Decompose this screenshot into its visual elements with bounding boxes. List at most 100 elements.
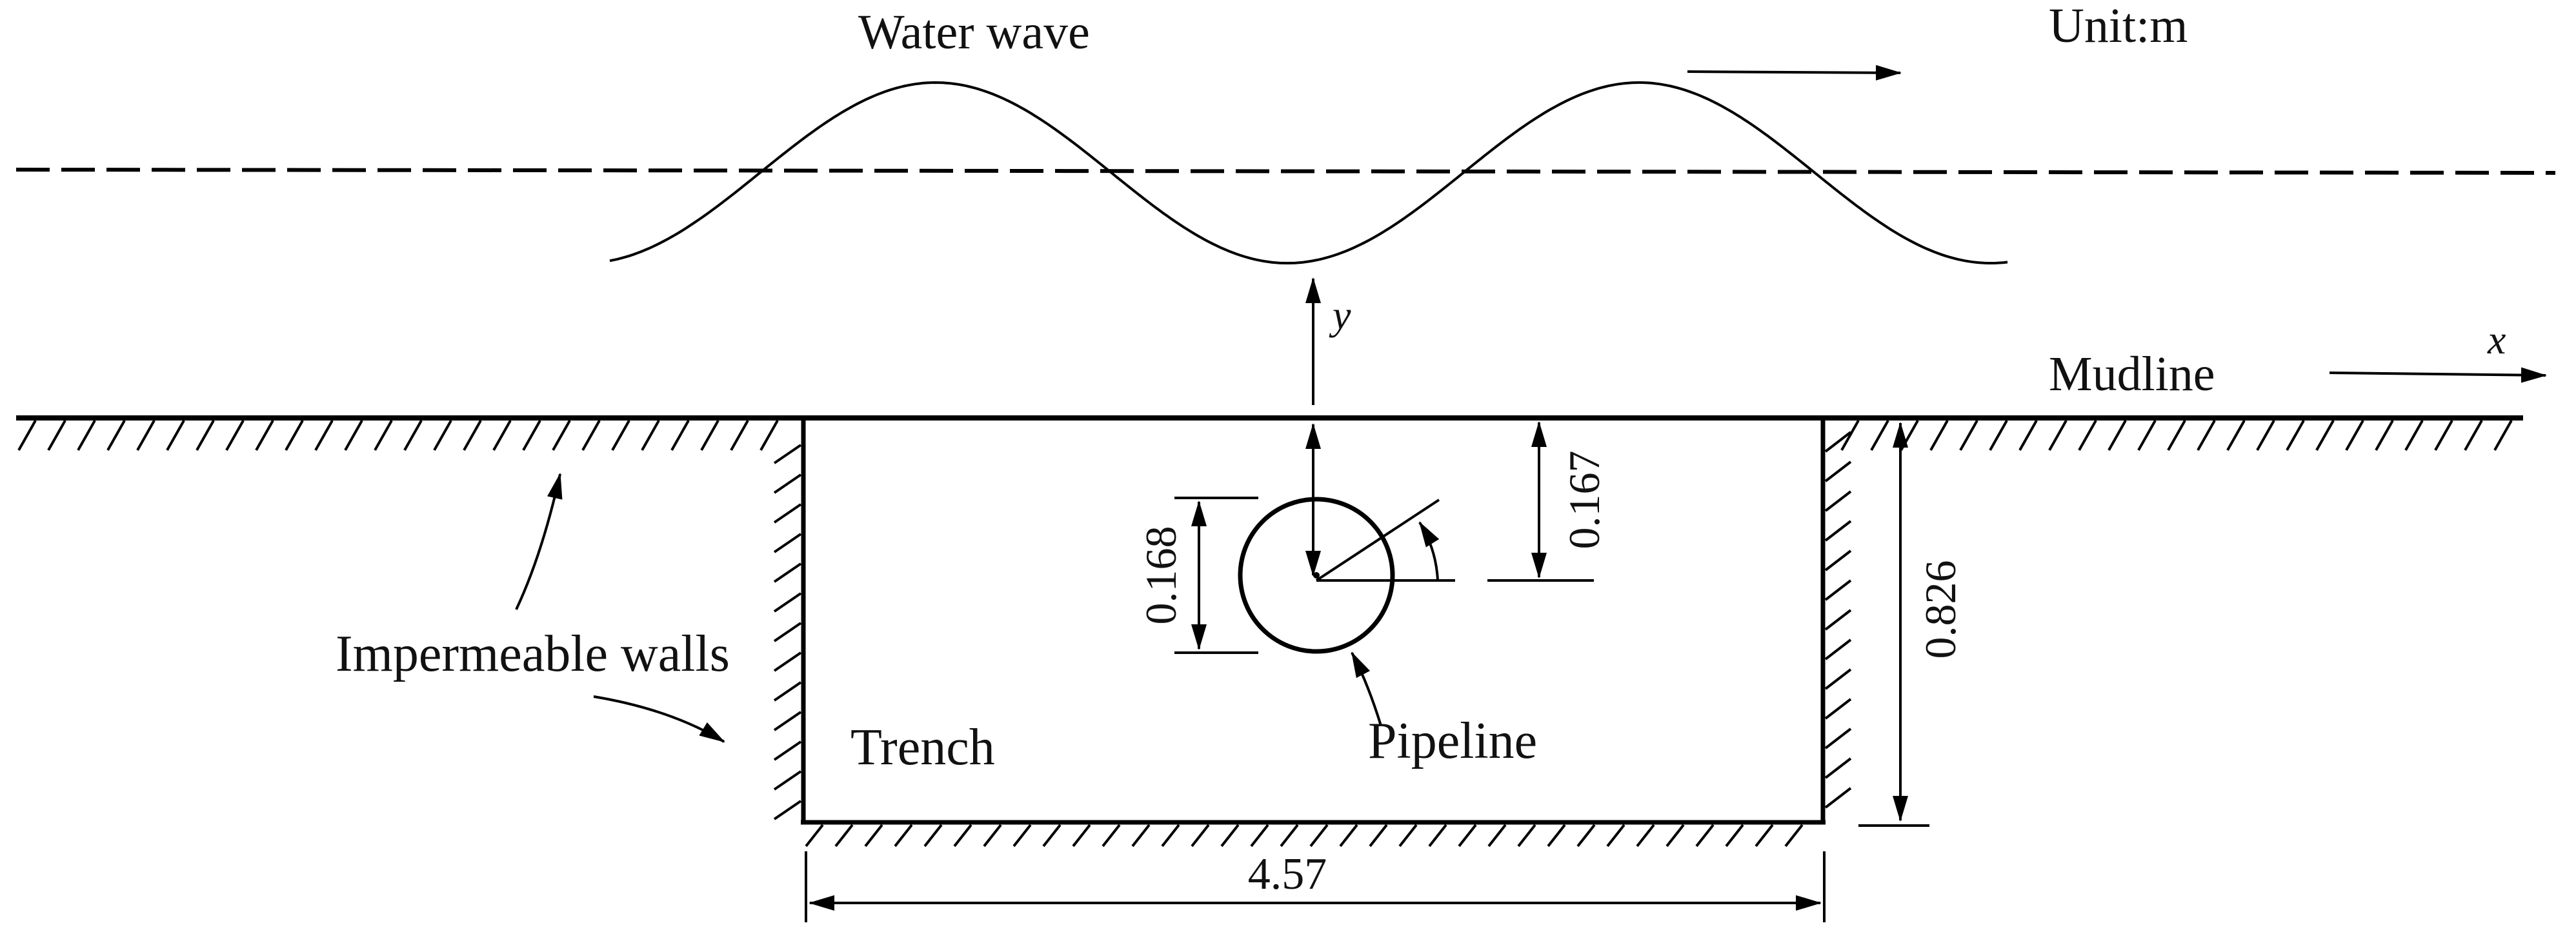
hatch-mark	[1959, 420, 1978, 451]
wave-direction-arrow	[1687, 64, 1902, 81]
hatch-mark	[403, 420, 423, 451]
trench-depth-value: 0.826	[1916, 560, 1965, 659]
hatch-mark	[730, 420, 749, 451]
hatch-mark	[1665, 824, 1685, 847]
hatch-mark	[773, 562, 802, 583]
hatch-mark	[2493, 420, 2513, 451]
hatch-mark	[1824, 728, 1852, 749]
hatch-mark	[1900, 420, 1919, 451]
hatch-mark	[700, 420, 719, 451]
hatch-mark	[894, 824, 913, 847]
hatch-mark	[433, 420, 452, 451]
hatch-mark	[1636, 824, 1655, 847]
hatch-mark	[773, 622, 802, 642]
hatch-mark	[374, 420, 393, 451]
hatch-mark	[773, 711, 802, 731]
hatch-mark	[773, 651, 802, 672]
hatch-mark	[2018, 420, 2038, 451]
hatch-mark	[773, 503, 802, 524]
hatch-mark	[463, 420, 482, 451]
hatch-mark	[1131, 824, 1151, 847]
hatch-mark	[611, 420, 630, 451]
hatch-mark	[2375, 420, 2394, 451]
hatch-mark	[106, 420, 126, 451]
hatch-mark	[581, 420, 601, 451]
impermeable-walls-leader-bottom	[593, 695, 725, 743]
hatch-mark	[2404, 420, 2424, 451]
hatch-mark	[1606, 824, 1625, 847]
angle-radial-line	[1315, 499, 1440, 582]
hatch-mark	[2078, 420, 2097, 451]
hatch-mark	[923, 824, 943, 847]
hatch-mark	[2197, 420, 2216, 451]
trench-label: Trench	[850, 719, 995, 776]
hatch-mark	[196, 420, 215, 451]
unit-label: Unit:m	[2049, 0, 2188, 53]
water-wave-label: Water wave	[858, 5, 1090, 59]
hatch-mark	[1161, 824, 1180, 847]
pipeline-leader	[1351, 651, 1382, 726]
hatch-mark	[1191, 824, 1210, 847]
hatch-mark	[1725, 824, 1744, 847]
hatch-mark	[1517, 824, 1536, 847]
hatch-mark	[773, 592, 802, 613]
hatch-mark	[1824, 431, 1852, 453]
hatch-mark	[255, 420, 274, 451]
angle-arc-arrow	[1418, 521, 1440, 581]
hatch-mark	[2315, 420, 2335, 451]
hatch-mark	[1309, 824, 1329, 847]
hatch-mark	[1824, 668, 1852, 690]
hatch-mark	[1428, 824, 1447, 847]
hatch-mark	[2345, 420, 2364, 451]
hatch-mark	[1220, 824, 1240, 847]
hatch-mark	[1840, 420, 1860, 451]
pipeline-label: Pipeline	[1368, 713, 1537, 769]
hatch-mark	[344, 420, 363, 451]
hatch-mark	[1042, 824, 1062, 847]
hatch-mark	[225, 420, 245, 451]
pipe-diameter-value: 0.168	[1136, 526, 1185, 625]
hatch-mark	[773, 473, 802, 494]
hatch-mark	[1824, 579, 1852, 601]
hatch-mark	[1784, 824, 1804, 847]
hatch-mark	[1398, 824, 1418, 847]
hatch-mark	[77, 420, 96, 451]
hatch-mark	[1824, 550, 1852, 571]
hatch-mark	[834, 824, 854, 847]
hatch-mark	[1280, 824, 1299, 847]
hatch-mark	[314, 420, 334, 451]
hatch-mark	[1102, 824, 1121, 847]
hatch-mark	[1989, 420, 2008, 451]
hatch-mark	[1929, 420, 1949, 451]
x-axis-label: x	[2487, 317, 2506, 362]
hatch-mark	[2167, 420, 2186, 451]
hatch-mark	[773, 770, 802, 791]
hatch-mark	[1824, 639, 1852, 660]
hatch-mark	[1824, 757, 1852, 779]
hatch-mark	[2226, 420, 2246, 451]
hatch-mark	[2256, 420, 2275, 451]
hatch-mark	[1487, 824, 1507, 847]
hatch-mark	[522, 420, 541, 451]
hatch-mark	[983, 824, 1002, 847]
hatch-mark	[1824, 698, 1852, 720]
hatch-mark	[773, 533, 802, 553]
hatch-mark	[953, 824, 972, 847]
hatch-mark	[773, 740, 802, 761]
hatch-mark	[2464, 420, 2483, 451]
hatch-mark	[1824, 787, 1852, 809]
x-axis-arrow	[2329, 367, 2547, 383]
hatch-mark	[17, 420, 37, 451]
hatch-mark	[552, 420, 571, 451]
hatch-mark	[1824, 461, 1852, 482]
hatch-mark	[1012, 824, 1032, 847]
y-axis-label: y	[1329, 292, 1351, 338]
hatch-mark	[760, 420, 779, 451]
hatch-mark	[2137, 420, 2157, 451]
hatch-mark	[1250, 824, 1269, 847]
hatch-mark	[285, 420, 304, 451]
hatch-mark	[47, 420, 66, 451]
hatch-mark	[805, 824, 824, 847]
hatch-mark	[1824, 490, 1852, 512]
water-wave-curve	[609, 81, 2008, 265]
